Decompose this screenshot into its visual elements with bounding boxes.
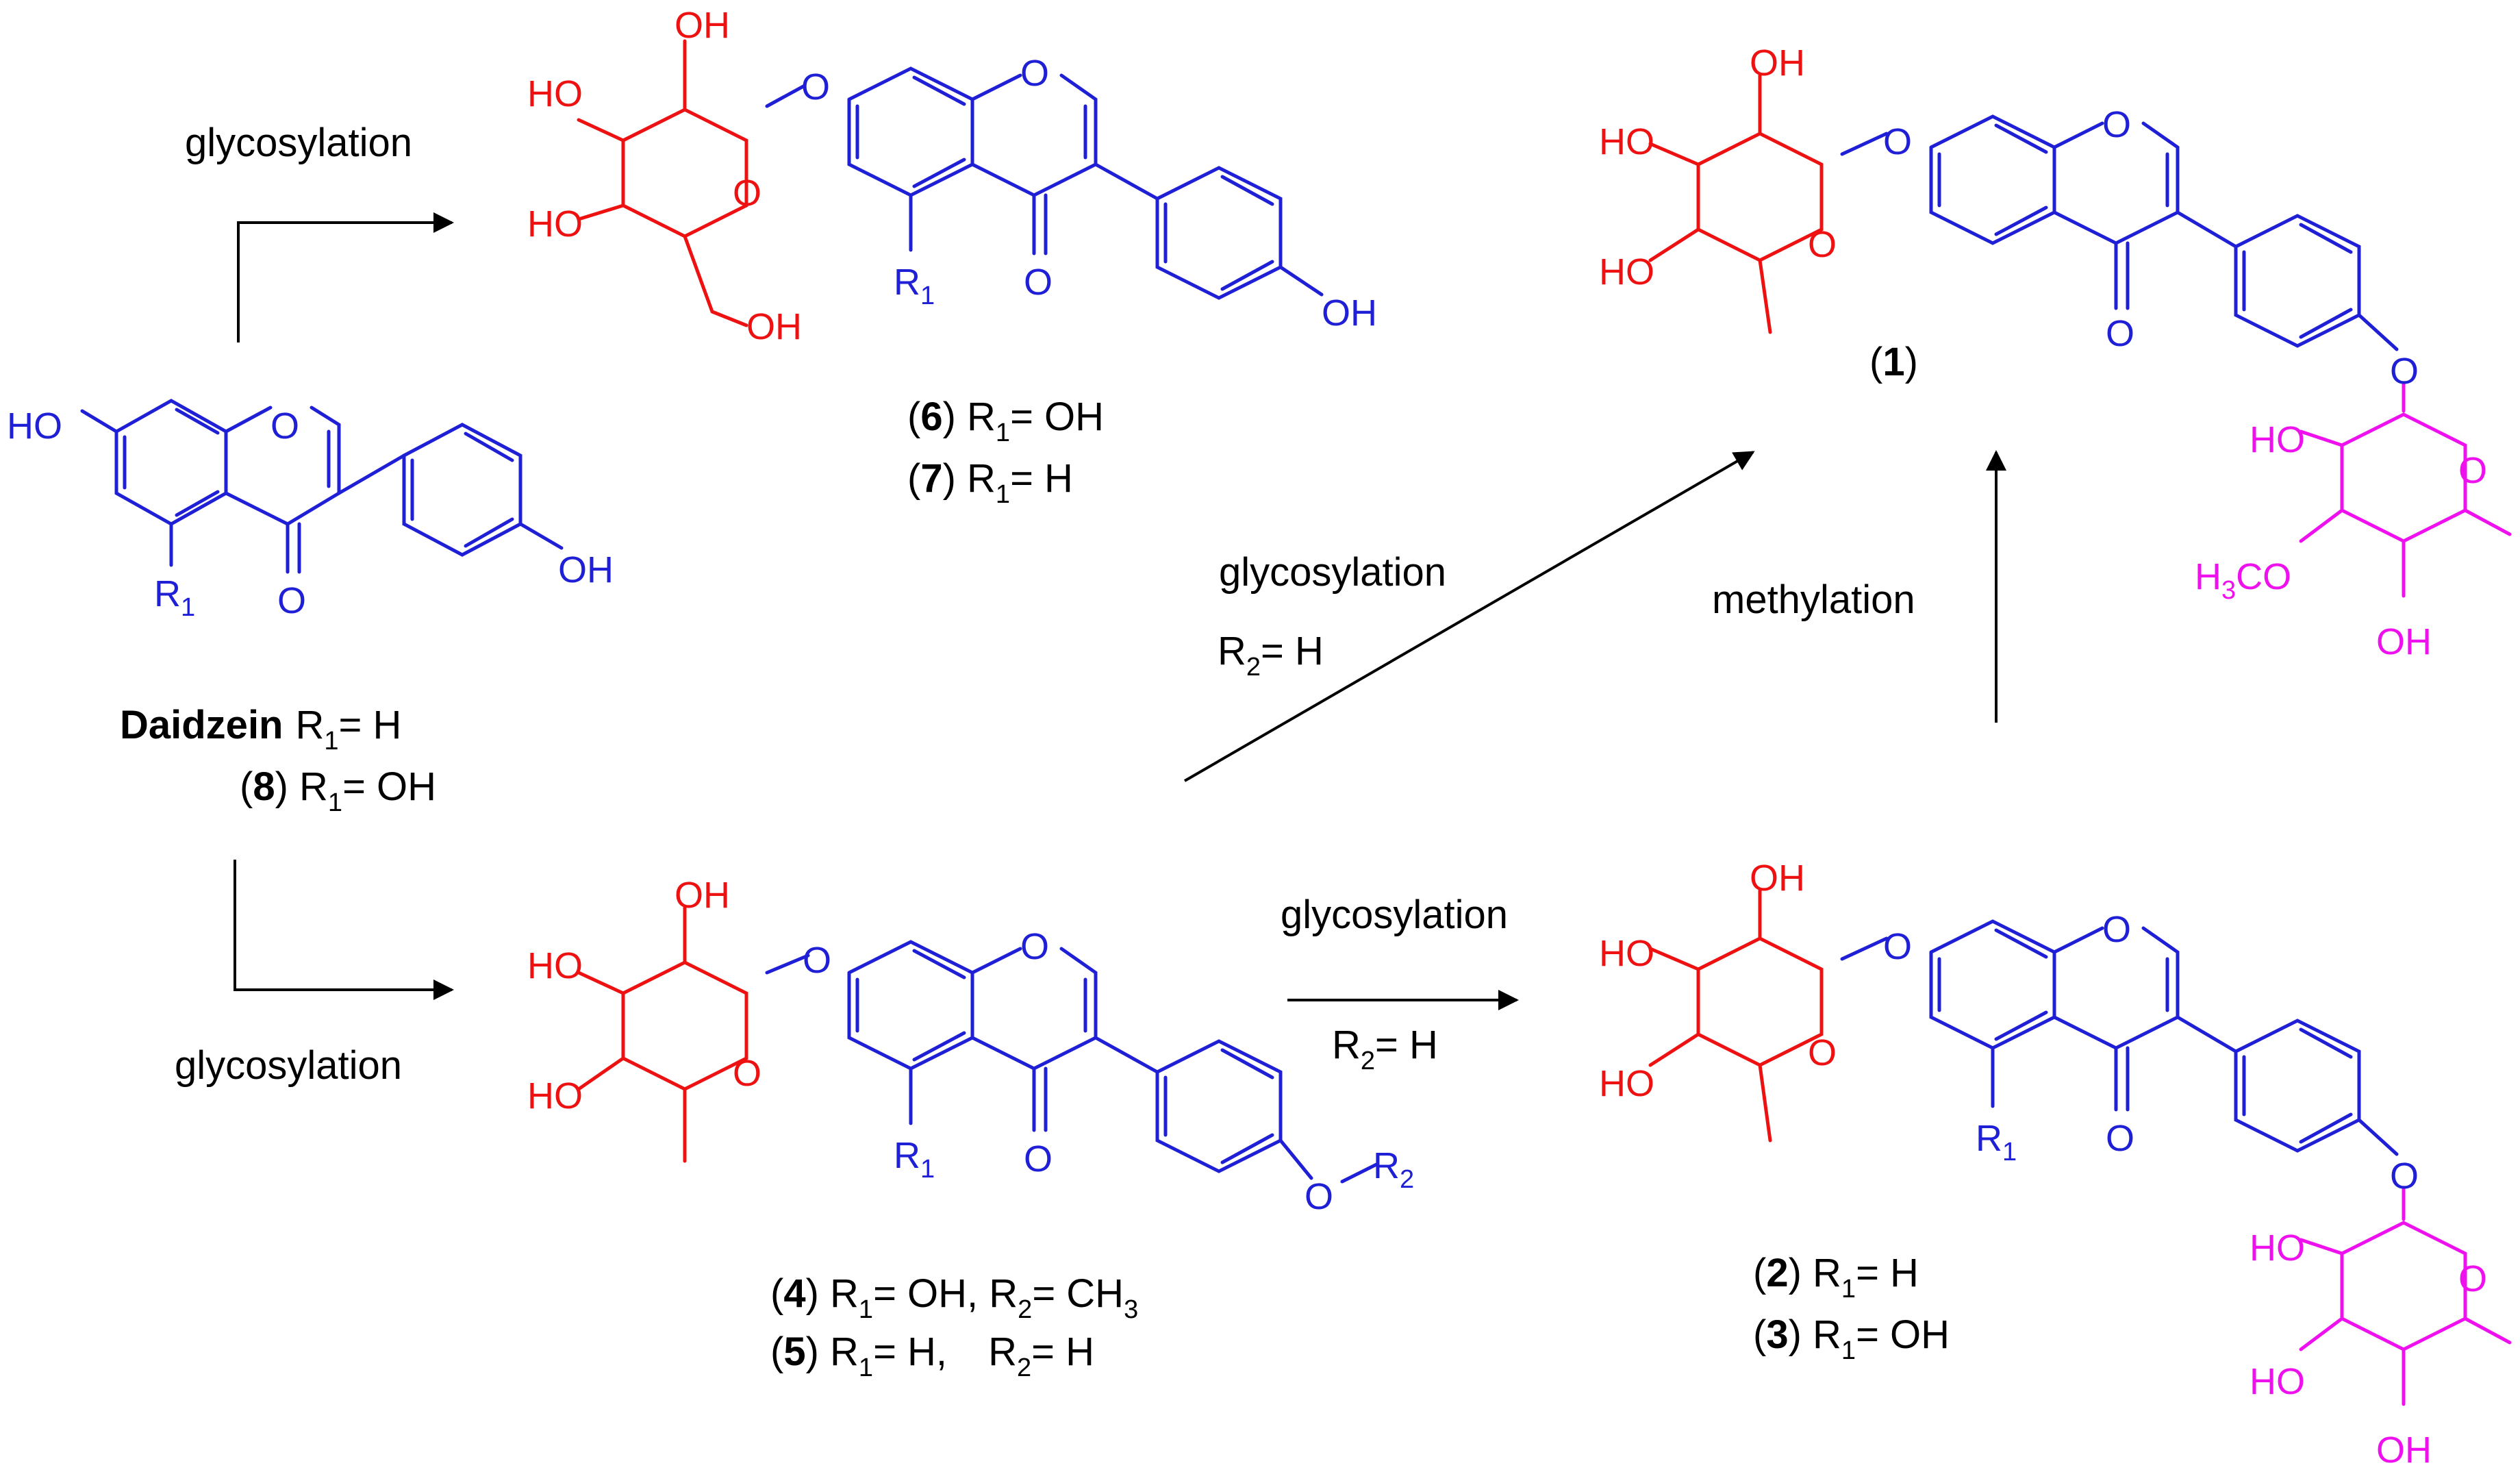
atom-o-ring: O bbox=[1808, 1032, 1837, 1073]
atom-o-ring: O bbox=[1808, 224, 1837, 265]
label-glycosylation-bottom-middle: glycosylation bbox=[1281, 893, 1508, 937]
atom-ho: HO bbox=[527, 203, 583, 245]
atom-o-ring: O bbox=[2458, 450, 2487, 491]
atom-o-link: O bbox=[803, 940, 831, 981]
label-methylation: methylation bbox=[1712, 577, 1915, 622]
atom-oh: OH bbox=[675, 875, 730, 916]
atom-oh: OH bbox=[1322, 292, 1377, 334]
atom-ho: HO bbox=[527, 1075, 583, 1117]
caption-compound-5: (5) R1= H,R2= H bbox=[770, 1330, 1094, 1382]
compound-6-7-atoms: OH HO HO O OH O O O OH R1 bbox=[527, 5, 1377, 347]
cond-tail: = H bbox=[1375, 1023, 1438, 1067]
name: Daidzein bbox=[120, 703, 284, 747]
condition-bottom-middle: R2= H bbox=[1332, 1023, 1438, 1075]
atom-oh: OH bbox=[746, 306, 802, 347]
label-glycosylation-bottom-left: glycosylation bbox=[175, 1043, 402, 1088]
compound-4-5-atoms: OH HO HO O O O O R1 O R2 bbox=[527, 875, 1414, 1217]
caption-compound-4: (4) R1= OH, R2= CH3 bbox=[770, 1271, 1138, 1324]
molecule-compound-6-7 bbox=[577, 39, 1324, 327]
caption-compound-3: (3) R1= OH bbox=[1753, 1312, 1950, 1365]
arrow-diagonal bbox=[1183, 451, 1755, 782]
molecule-compound-2-3 bbox=[1648, 888, 2512, 1406]
atom-oh: OH bbox=[1750, 42, 1805, 84]
reaction-labels: glycosylation glycosylation glycosylatio… bbox=[175, 121, 1915, 1088]
atom-oh: OH bbox=[675, 5, 730, 46]
atom-r1: R1 bbox=[154, 573, 195, 622]
atom-o-link: O bbox=[2390, 351, 2419, 392]
atom-o-link: O bbox=[801, 66, 830, 108]
molecule-compound-4-5 bbox=[577, 906, 1378, 1184]
atom-oh: OH bbox=[2376, 1430, 2432, 1471]
caption-compound-1: (1) bbox=[1869, 340, 1918, 384]
atom-o-ring: O bbox=[1020, 53, 1049, 94]
atom-oh: OH bbox=[1750, 858, 1805, 899]
atom-ho: HO bbox=[1599, 1063, 1654, 1104]
arrow-bottom-left bbox=[234, 860, 454, 1000]
compound-2-3-atoms: OH HO HO O O O O R1 O HO O HO OH bbox=[1599, 858, 2487, 1471]
atom-o-carbonyl: O bbox=[2106, 313, 2134, 354]
atom-r2: R2 bbox=[1373, 1145, 1414, 1194]
molecule-daidzein bbox=[80, 399, 564, 574]
atom-o-ring: O bbox=[2458, 1258, 2487, 1299]
atom-ho: HO bbox=[527, 73, 583, 114]
molecule-compound-1 bbox=[1648, 73, 2512, 598]
atom-o-link: O bbox=[1883, 926, 1912, 967]
atom-o-r2: O bbox=[1305, 1176, 1333, 1217]
cond-r: R bbox=[1332, 1023, 1361, 1067]
caption-compound-7: (7) R1= H bbox=[907, 456, 1073, 509]
atom-o-ring: O bbox=[2102, 104, 2131, 145]
label-glycosylation-diagonal: glycosylation bbox=[1219, 550, 1446, 595]
caption-compound-8: (8) R1= OH bbox=[240, 764, 436, 817]
daidzein-atoms: HO O O OH R1 bbox=[7, 406, 614, 622]
atom-o-ring: O bbox=[733, 173, 761, 214]
atom-ho: HO bbox=[2250, 419, 2305, 460]
atom-o-carbonyl: O bbox=[277, 580, 306, 621]
cond-sub: 2 bbox=[1246, 653, 1261, 682]
cond-sub: 2 bbox=[1361, 1047, 1375, 1075]
atom-o-ring: O bbox=[1020, 926, 1049, 967]
arrow-top-left bbox=[237, 212, 454, 342]
atom-oh: OH bbox=[2376, 621, 2432, 662]
atom-r1: R1 bbox=[894, 262, 935, 310]
condition-diagonal: R2= H bbox=[1218, 629, 1324, 682]
atom-ho: HO bbox=[2250, 1227, 2305, 1269]
atom-ho: HO bbox=[527, 945, 583, 986]
cond-tail: = H bbox=[1261, 629, 1324, 673]
atom-o-ring: O bbox=[270, 406, 299, 447]
caption-compound-6: (6) R1= OH bbox=[907, 395, 1104, 447]
atom-o-link: O bbox=[2390, 1156, 2419, 1197]
atom-ho: HO bbox=[1599, 933, 1654, 974]
atom-o-carbonyl: O bbox=[1024, 1138, 1053, 1180]
atom-oh: OH bbox=[558, 549, 614, 590]
atom-ho: HO bbox=[2250, 1361, 2305, 1402]
atom-ho: HO bbox=[7, 406, 62, 447]
compound-1-atoms: OH HO HO O O O O O HO O H3CO OH bbox=[1599, 42, 2487, 662]
label-glycosylation-top-left: glycosylation bbox=[185, 121, 412, 165]
atom-o-carbonyl: O bbox=[2106, 1118, 2134, 1159]
atom-r1: R1 bbox=[894, 1135, 935, 1184]
atom-o-link: O bbox=[1883, 121, 1912, 162]
atom-ho: HO bbox=[1599, 251, 1654, 292]
atom-o-ring: O bbox=[2102, 909, 2131, 950]
atom-r1: R1 bbox=[1976, 1118, 2017, 1167]
atom-o-ring: O bbox=[733, 1053, 761, 1094]
caption-compound-2: (2) R1= H bbox=[1753, 1251, 1919, 1303]
atom-o-carbonyl: O bbox=[1024, 262, 1053, 303]
reaction-arrows bbox=[234, 212, 2006, 1010]
cond-r: R bbox=[1218, 629, 1246, 673]
atom-och3: H3CO bbox=[2195, 556, 2291, 605]
atom-ho: HO bbox=[1599, 121, 1654, 162]
